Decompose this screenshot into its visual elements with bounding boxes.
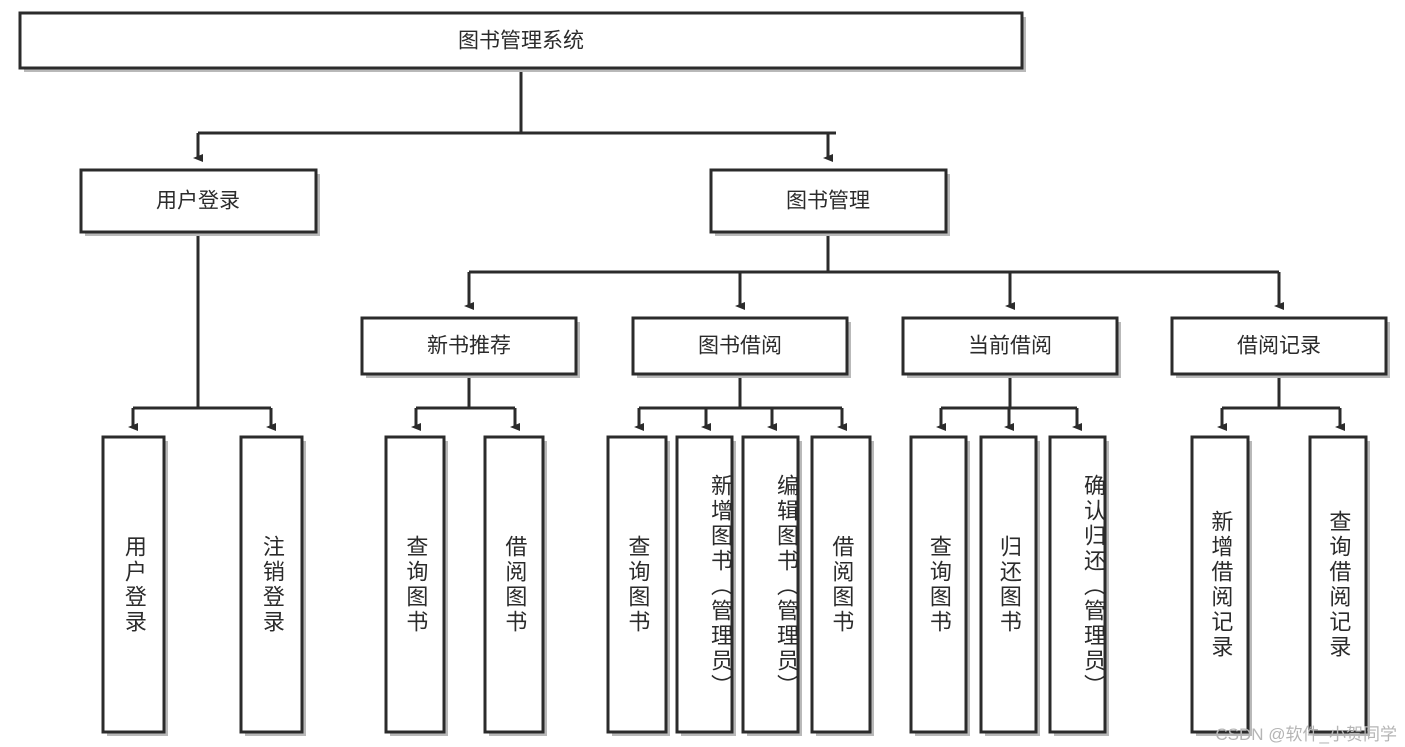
node-leaf-add-book[interactable]	[675, 435, 736, 736]
connector-newbook-to-leaves	[411, 374, 520, 431]
node-user-login-label: 用户登录	[156, 190, 240, 213]
node-leaf-add-record[interactable]	[1190, 435, 1252, 736]
connector-root-to-level2	[193, 68, 836, 162]
node-leaf-user-login[interactable]	[101, 435, 168, 736]
node-book-borrow[interactable]: 图书借阅	[631, 316, 851, 378]
node-leaf-query-book-1[interactable]	[384, 435, 448, 736]
node-current-borrow-label: 当前借阅	[968, 335, 1052, 358]
node-leaf-borrow-book-1[interactable]	[483, 435, 547, 736]
node-leaf-borrow-book-2[interactable]	[810, 435, 874, 736]
node-leaf-query-book-3[interactable]	[909, 435, 970, 736]
node-borrow-record-label: 借阅记录	[1237, 335, 1321, 358]
node-borrow-record[interactable]: 借阅记录	[1170, 316, 1390, 378]
node-leaf-logout-login[interactable]	[239, 435, 306, 736]
node-new-book-recommend[interactable]: 新书推荐	[360, 316, 580, 378]
node-book-borrow-label: 图书借阅	[698, 335, 782, 358]
node-current-borrow[interactable]: 当前借阅	[901, 316, 1121, 378]
node-root[interactable]: 图书管理系统	[18, 11, 1026, 72]
node-new-book-recommend-label: 新书推荐	[427, 335, 511, 358]
connector-bookmanage-to-level3	[464, 232, 1284, 310]
node-leaf-edit-book[interactable]	[741, 435, 802, 736]
node-root-label: 图书管理系统	[458, 30, 584, 53]
node-book-manage-label: 图书管理	[786, 190, 870, 213]
connector-bookborrow-to-leaves	[634, 374, 847, 431]
connector-borrowrecord-to-leaves	[1217, 374, 1345, 431]
node-user-login[interactable]: 用户登录	[79, 168, 320, 236]
csdn-watermark: CSDN @软件_小贺同学	[1215, 725, 1397, 744]
node-leaf-return-book[interactable]	[979, 435, 1040, 736]
node-leaf-query-record[interactable]	[1308, 435, 1370, 736]
node-leaf-query-book-2[interactable]	[606, 435, 670, 736]
connector-currentborrow-to-leaves	[936, 374, 1082, 431]
node-book-manage[interactable]: 图书管理	[709, 168, 950, 236]
node-leaf-confirm-return[interactable]	[1048, 435, 1109, 736]
connector-userlogin-to-leaves	[128, 232, 276, 431]
